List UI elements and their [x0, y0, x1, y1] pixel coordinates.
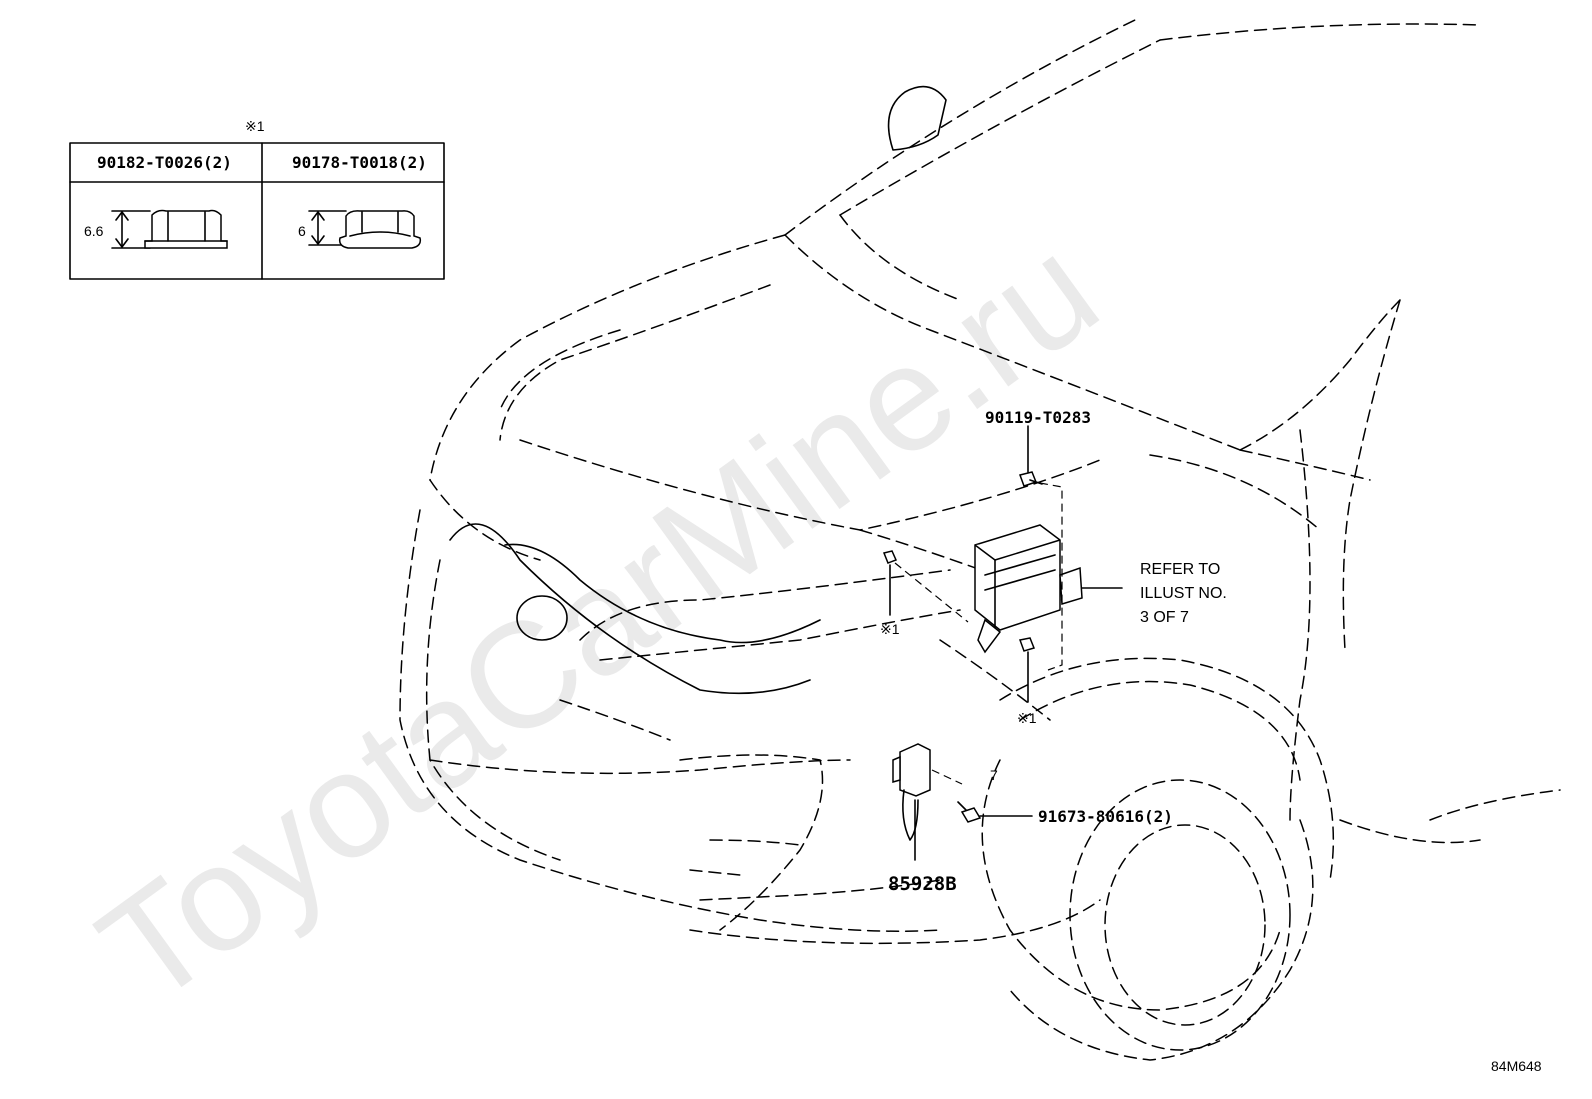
- nut-icon-left: [882, 550, 898, 564]
- flange-nut-icon-2: [308, 210, 422, 249]
- vehicle-outline: [399, 19, 1561, 1061]
- refer-text-line3: 3 OF 7: [1140, 609, 1189, 626]
- bolt-part-number: 90119-T0283: [985, 408, 1091, 427]
- relay-block-icon: [974, 524, 1083, 654]
- nut-part-number-2: 90178-T0018(2): [292, 153, 427, 172]
- nut-height-1: 6.6: [84, 223, 104, 239]
- table-note-mark: ※1: [245, 118, 265, 134]
- nut-icon-right: [1018, 637, 1036, 652]
- bolt-icon-bottom: [957, 801, 982, 823]
- flange-nut-icon-1: [111, 209, 228, 249]
- note-mark-right: ※1: [1017, 710, 1037, 726]
- nut-height-2: 6: [298, 223, 306, 239]
- illustration-code: 84M648: [1491, 1058, 1542, 1074]
- sensor-part-number: 85928B: [888, 873, 957, 895]
- bolt-icon: [1019, 471, 1043, 487]
- refer-text-line1: REFER TO: [1140, 561, 1220, 578]
- index-mark: 7: [990, 767, 998, 783]
- sensor-icon: [892, 743, 931, 841]
- fastener-table: ※1 90182-T0026(2) 90178-T0018(2) 6.6: [69, 118, 445, 280]
- bolt-bottom-part-number: 91673-80616(2): [1038, 807, 1173, 826]
- watermark: ToyotaCarMine.ru: [70, 204, 1126, 1036]
- nut-part-number-1: 90182-T0026(2): [97, 153, 232, 172]
- note-mark-left: ※1: [880, 621, 900, 637]
- refer-text-line2: ILLUST NO.: [1140, 585, 1227, 602]
